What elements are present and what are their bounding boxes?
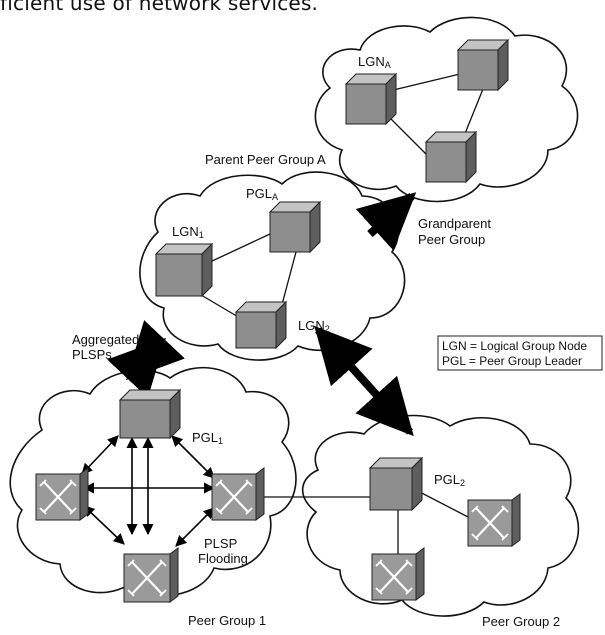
arrow-parent-pg1 [107, 320, 185, 398]
label-grandparent-line2: Peer Group [418, 232, 485, 247]
label-grandparent-line1: Grandparent [418, 216, 491, 231]
node-pgl1 [118, 388, 182, 440]
label-aggregated-line1: Aggregated [72, 332, 139, 347]
legend-line2: PGL = Peer Group Leader [442, 354, 582, 368]
peer-group-2-cloud [301, 414, 580, 617]
arrow-pgl1-right [171, 435, 215, 479]
switch-icon [123, 547, 179, 603]
label-aggregated-line2: PLSPs [72, 347, 112, 362]
label-lgn2: LGN2 [298, 318, 330, 334]
node-pgla [268, 200, 322, 254]
header-text: ficient use of network services. [0, 0, 319, 15]
switch-icon [371, 547, 425, 601]
label-pgla: PGLA [246, 186, 278, 202]
node-lgn1 [154, 242, 214, 298]
label-plsp-line1: PLSP [204, 536, 237, 551]
link-lgn1-pgla [209, 233, 271, 263]
hierarchy-arrows [107, 192, 417, 437]
switch-icon [467, 493, 521, 547]
label-peer-group-1: Peer Group 1 [188, 613, 266, 628]
switch-icon [35, 467, 89, 521]
label-parent-peer-group: Parent Peer Group A [205, 152, 326, 167]
link-lgna-upper [384, 73, 461, 93]
arrow-right-bottom [175, 507, 215, 547]
label-pgl1: PGL1 [192, 430, 223, 446]
label-lgna: LGNA [358, 54, 391, 70]
legend-line1: LGN = Logical Group Node [442, 339, 587, 353]
arrow-left-bottom [83, 505, 125, 545]
arrow-parent-pg2 [314, 325, 414, 437]
grandparent-peer-group-cloud [314, 16, 579, 203]
label-pgl2: PGL2 [434, 472, 465, 488]
legend: LGN = Logical Group Node PGL = Peer Grou… [437, 335, 603, 371]
node-grandparent-lower [424, 130, 478, 184]
label-plsp-line2: Flooding [198, 551, 248, 566]
switch-icon [211, 467, 265, 521]
plsp-flooding-arrows [81, 435, 216, 547]
node-pgl2-group [368, 456, 424, 512]
arrow-parent-grandparent-tail [367, 216, 389, 238]
node-lgna [344, 72, 398, 126]
label-lgn1: LGN1 [172, 224, 204, 240]
node-grandparent-upper [456, 38, 510, 92]
label-peer-group-2: Peer Group 2 [482, 614, 560, 629]
node-lgn2 [234, 300, 288, 350]
link-lgn1-lgn2 [195, 291, 241, 319]
